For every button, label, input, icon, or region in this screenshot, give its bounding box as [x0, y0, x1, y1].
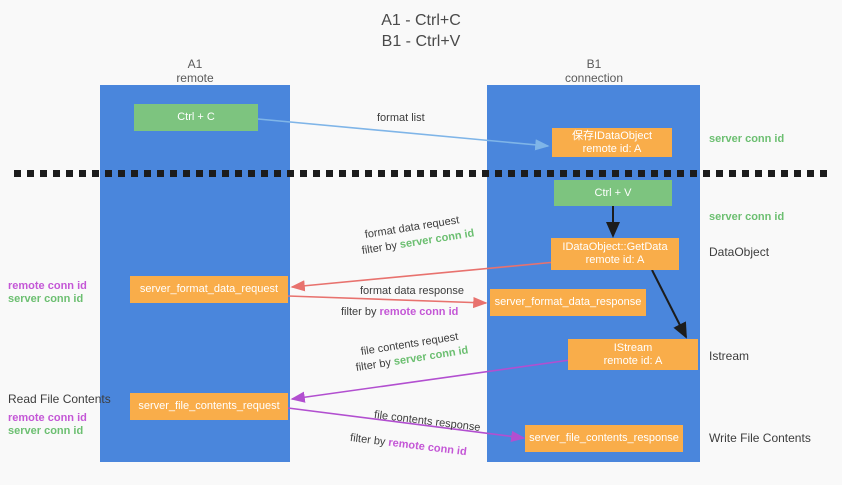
filter-prefix: filter by — [341, 306, 380, 318]
title-line-1: A1 - Ctrl+C — [381, 12, 461, 29]
box-server-format-data-request[interactable]: server_format_data_request — [130, 276, 288, 303]
filter-value-remote-conn-id: remote conn id — [379, 306, 459, 318]
column-b1-name: B1 — [586, 57, 602, 71]
box-save-idataobject-line1: 保存IDataObject — [571, 129, 653, 142]
edge-label-format-data-response-filter: filter by remote conn id — [341, 305, 458, 319]
box-server-file-contents-response-label: server_file_contents_response — [529, 432, 679, 444]
side-label-server-conn-id-2: server conn id — [8, 425, 84, 437]
box-idataobject-getdata-line2: remote id: A — [585, 254, 645, 266]
filter-prefix: filter by — [354, 356, 395, 375]
box-ctrl-v[interactable]: Ctrl + V — [554, 180, 672, 206]
box-istream-line1: IStream — [613, 341, 653, 354]
column-header-a1: A1 remote — [95, 57, 295, 85]
side-label-server-conn-id-1: server conn id — [8, 293, 84, 305]
box-server-format-data-response[interactable]: server_format_data_response — [490, 289, 646, 316]
side-label-server-conn-id-top: server conn id — [709, 133, 785, 145]
title-line-2: B1 - Ctrl+V — [381, 33, 461, 50]
page-title: A1 - Ctrl+C B1 - Ctrl+V — [0, 10, 842, 52]
column-a1-name: A1 — [187, 57, 203, 71]
filter-prefix: filter by — [349, 431, 390, 449]
box-server-file-contents-response[interactable]: server_file_contents_response — [525, 425, 683, 452]
box-ctrl-c-label: Ctrl + C — [177, 111, 215, 123]
box-server-format-data-request-label: server_format_data_request — [139, 283, 279, 295]
box-istream[interactable]: IStream remote id: A — [568, 339, 698, 370]
side-label-remote-conn-id-1: remote conn id — [8, 280, 87, 292]
box-idataobject-getdata[interactable]: IDataObject::GetData remote id: A — [551, 238, 679, 270]
box-save-idataobject[interactable]: 保存IDataObject remote id: A — [552, 128, 672, 157]
column-header-b1: B1 connection — [494, 57, 694, 85]
side-label-write-file-contents: Write File Contents — [709, 431, 811, 445]
box-server-format-data-response-label: server_format_data_response — [494, 296, 642, 308]
box-idataobject-getdata-line1: IDataObject::GetData — [562, 241, 668, 253]
box-save-idataobject-line2: remote id: A — [582, 142, 642, 155]
side-label-remote-conn-id-2: remote conn id — [8, 412, 87, 424]
edge-label-format-list: format list — [377, 112, 425, 124]
side-label-server-conn-id-mid: server conn id — [709, 211, 785, 223]
side-label-istream: Istream — [709, 349, 750, 363]
box-istream-line2: remote id: A — [603, 354, 663, 367]
box-ctrl-c[interactable]: Ctrl + C — [134, 104, 258, 131]
edge-label-format-data-response: format data response — [360, 285, 464, 297]
edge-label-file-contents-response: file contents response — [373, 408, 482, 434]
box-ctrl-v-label: Ctrl + V — [594, 186, 632, 199]
column-b1-role: connection — [564, 71, 624, 85]
box-server-file-contents-request[interactable]: server_file_contents_request — [130, 393, 288, 420]
side-label-dataobject: DataObject — [709, 245, 770, 259]
edge-label-file-contents-response-filter: filter by remote conn id — [349, 431, 467, 459]
divider-dashed-line — [14, 170, 828, 177]
filter-value-remote-conn-id: remote conn id — [387, 436, 468, 459]
box-server-file-contents-request-label: server_file_contents_request — [138, 400, 280, 412]
side-label-read-file-contents: Read File Contents — [8, 392, 111, 406]
column-a1-role: remote — [176, 71, 214, 85]
